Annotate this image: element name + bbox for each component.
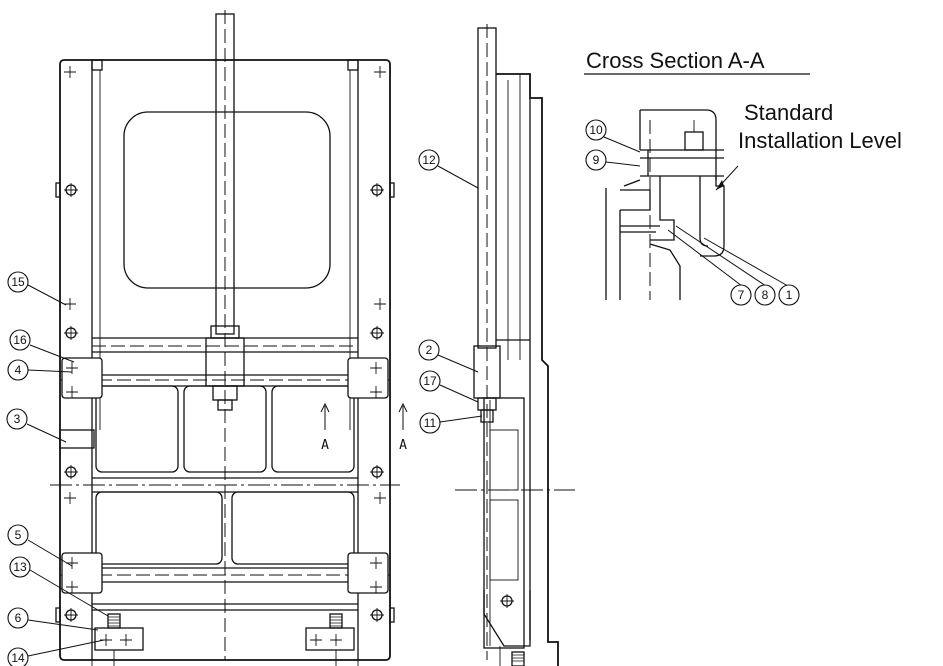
svg-text:17: 17 [423, 374, 437, 388]
callout-5: 5 [7, 524, 73, 567]
section-mark-a-1: A [320, 402, 330, 453]
installation-level-label-line1: Standard [744, 100, 833, 125]
callout-9: 9 [585, 149, 641, 171]
callout-16: 16 [9, 329, 75, 363]
svg-text:A: A [321, 438, 329, 453]
callout-4: 4 [7, 359, 73, 381]
callout-11: 11 [419, 412, 483, 434]
callout-13: 13 [9, 556, 109, 617]
svg-text:2: 2 [426, 343, 433, 357]
front-view: A A [50, 10, 408, 666]
svg-text:4: 4 [15, 363, 22, 377]
svg-text:14: 14 [11, 651, 25, 665]
callout-10: 10 [585, 119, 641, 153]
svg-text:12: 12 [422, 153, 436, 167]
svg-text:1: 1 [786, 288, 793, 302]
svg-text:6: 6 [15, 611, 22, 625]
svg-text:15: 15 [11, 275, 25, 289]
callout-17: 17 [419, 370, 479, 403]
svg-text:10: 10 [589, 123, 603, 137]
svg-text:5: 5 [15, 528, 22, 542]
callout-12: 12 [418, 149, 479, 189]
svg-text:7: 7 [738, 288, 745, 302]
callout-14: 14 [7, 639, 105, 666]
svg-text:3: 3 [14, 412, 21, 426]
callout-15: 15 [7, 271, 67, 306]
svg-text:A: A [399, 438, 407, 453]
callout-2: 2 [418, 339, 479, 373]
callout-7: 7 [667, 229, 752, 306]
cross-section-a-a: Cross Section A-A Standard Installation … [584, 48, 902, 300]
side-view [455, 24, 575, 666]
section-mark-a-2: A [398, 402, 408, 453]
svg-text:11: 11 [424, 416, 437, 430]
callout-6: 6 [7, 607, 99, 631]
callout-8: 8 [675, 225, 776, 306]
svg-text:8: 8 [762, 288, 769, 302]
svg-text:13: 13 [13, 560, 27, 574]
section-title: Cross Section A-A [586, 48, 765, 73]
callout-1: 1 [703, 237, 800, 306]
svg-text:9: 9 [593, 153, 600, 167]
callout-3: 3 [6, 408, 67, 443]
installation-level-label-line2: Installation Level [738, 128, 902, 153]
svg-text:16: 16 [13, 333, 27, 347]
